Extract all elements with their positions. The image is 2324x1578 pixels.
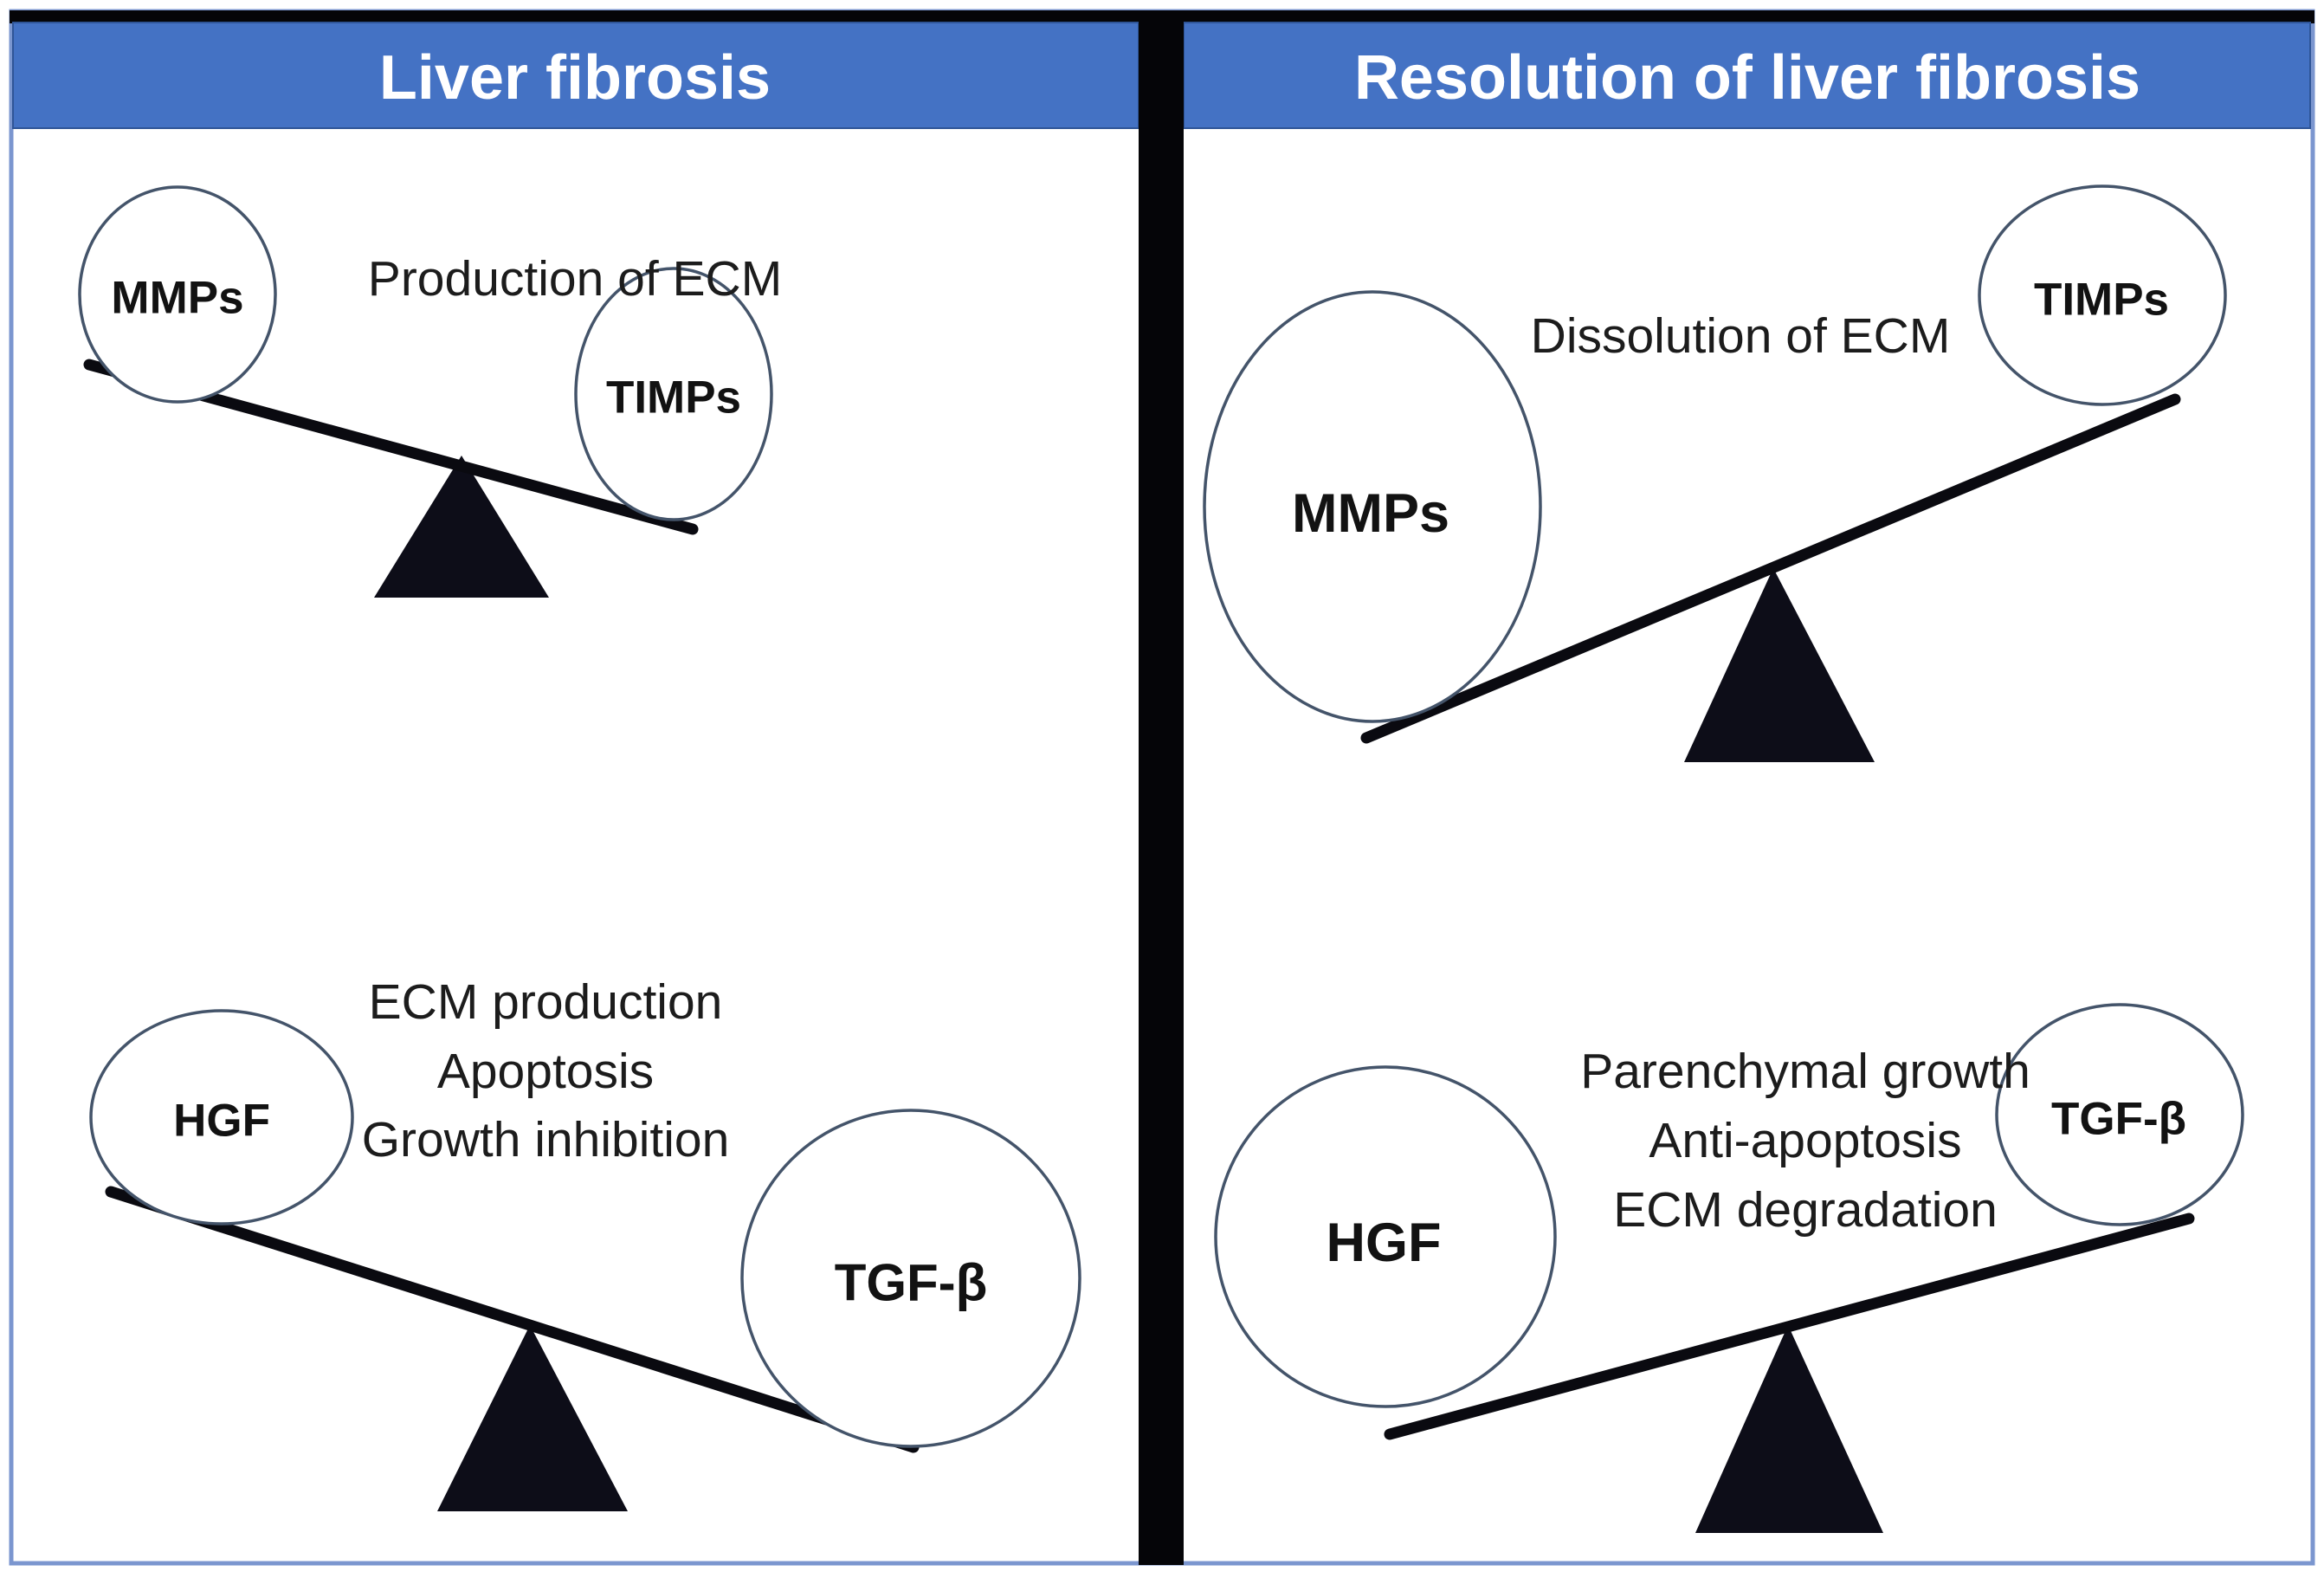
weight-label-hgf: HGF — [1327, 1213, 1442, 1273]
panel-header-left — [12, 22, 1139, 129]
seesaw-beam — [1360, 393, 2181, 744]
weight-circle-timps — [574, 267, 773, 521]
weight-circle-mmps — [1203, 290, 1542, 723]
panel-title-left: Liver fibrosis — [379, 43, 771, 113]
seesaw-beam — [1384, 1213, 2195, 1440]
fulcrum-triangle — [1684, 568, 1875, 762]
panel-divider — [1139, 10, 1184, 1565]
weight-circle-tgfb — [740, 1109, 1081, 1448]
panel-title-right: Resolution of liver fibrosis — [1354, 43, 2140, 113]
panel-resolution-of-liver-fibrosis: Resolution of liver fibrosis MMPs TIMPs … — [1183, 22, 2311, 1533]
seesaw-beam — [105, 1186, 920, 1453]
weight-circle-hgf — [1214, 1065, 1557, 1408]
scale-caption-line: ECM degradation — [1613, 1182, 1998, 1238]
scale-caption-line: Anti-apoptosis — [1649, 1113, 1961, 1168]
weight-label-mmps: MMPs — [111, 273, 243, 324]
fulcrum-triangle — [1695, 1325, 1883, 1533]
weight-label-mmps: MMPs — [1292, 483, 1449, 544]
weight-label-hgf: HGF — [173, 1096, 270, 1147]
weight-label-tgfb: TGF-β — [2051, 1094, 2186, 1145]
weight-label-timps: TIMPs — [606, 372, 741, 424]
weight-circle-tgfb — [1995, 1003, 2244, 1226]
weight-label-timps: TIMPs — [2034, 275, 2169, 326]
scale-resolution-mmp-timp: MMPs TIMPs Dissolution of ECM — [1203, 184, 2227, 762]
fulcrum-triangle — [374, 456, 549, 598]
panel-header-right — [1183, 22, 2311, 129]
scale-caption-line: Growth inhibition — [362, 1112, 730, 1167]
weight-label-tgfb: TGF-β — [835, 1254, 988, 1312]
scale-caption-line: Apoptosis — [437, 1044, 654, 1099]
fulcrum-triangle — [437, 1325, 628, 1511]
scale-fibrosis-hgf-tgfb: HGF TGF-β ECM production Apoptosis Growt… — [89, 974, 1081, 1511]
weight-circle-mmps — [78, 185, 277, 404]
scale-caption: Production of ECM — [368, 251, 782, 307]
scale-caption-line: ECM production — [369, 974, 723, 1030]
scale-caption: Dissolution of ECM — [1531, 308, 1951, 364]
scale-resolution-hgf-tgfb: HGF TGF-β Parenchymal growth Anti-apopto… — [1214, 1003, 2244, 1533]
scale-fibrosis-mmp-timp: MMPs TIMPs Production of ECM — [78, 185, 782, 598]
weight-circle-hgf — [89, 1009, 354, 1226]
panel-liver-fibrosis: Liver fibrosis MMPs TIMPs Production of … — [12, 22, 1139, 1511]
scale-caption-line: Parenchymal growth — [1580, 1044, 2030, 1099]
weight-circle-timps — [1978, 184, 2227, 406]
